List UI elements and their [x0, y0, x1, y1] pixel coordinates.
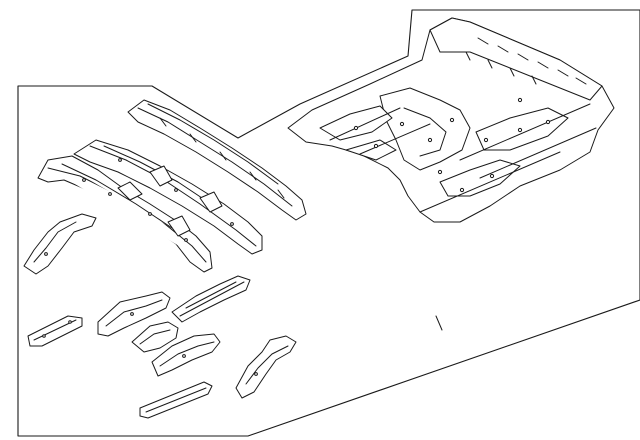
floor-pan-rear-deck: [430, 18, 602, 100]
lower-bracket[interactable]: [152, 334, 220, 376]
right-side-rail[interactable]: [128, 100, 306, 220]
bottom-strip[interactable]: [140, 382, 212, 418]
crossmember-bracket[interactable]: [132, 322, 178, 352]
left-side-rail[interactable]: [38, 156, 212, 272]
reinforcement-rail[interactable]: [172, 276, 250, 322]
floor-pan-holes: [354, 98, 549, 191]
front-bracket[interactable]: [24, 214, 96, 274]
center-rail[interactable]: [74, 140, 262, 254]
floor-pan[interactable]: [288, 18, 614, 222]
floor-pan-slots: [466, 38, 586, 84]
rear-bracket[interactable]: [236, 336, 296, 398]
leader-line: [436, 316, 442, 330]
assembly-outline: [18, 10, 640, 436]
small-plate[interactable]: [28, 316, 82, 346]
bracket-a[interactable]: [98, 292, 170, 336]
